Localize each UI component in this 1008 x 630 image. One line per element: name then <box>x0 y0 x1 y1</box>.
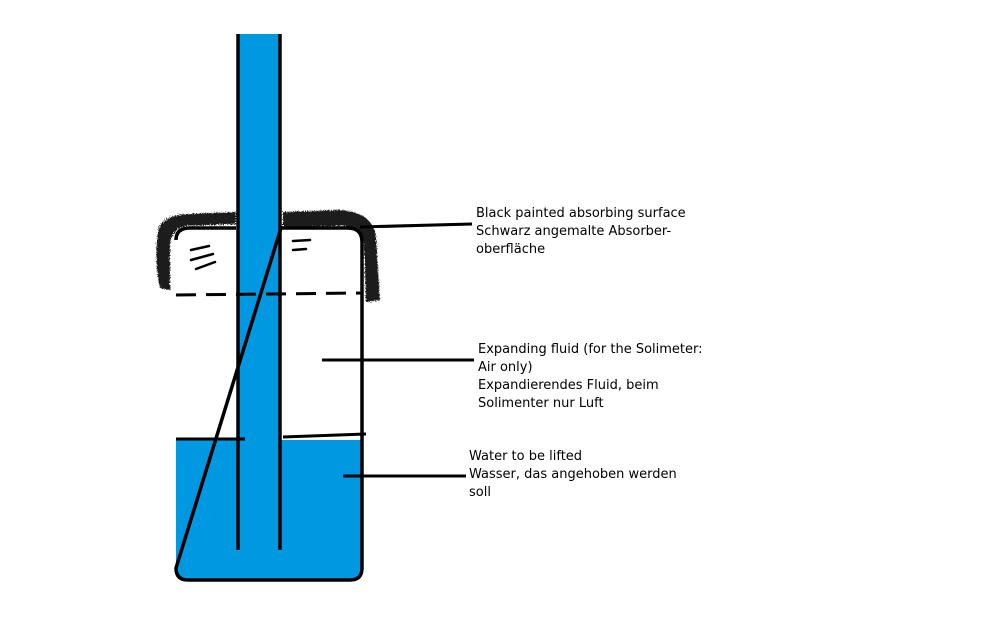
fluid-label: Expanding fluid (for the Solimeter: Air … <box>478 341 703 413</box>
absorber-label-de-2: oberfläche <box>476 242 546 257</box>
fluid-label-en-2: Air only) <box>478 360 533 375</box>
fluid-label-de-1: Expandierendes Fluid, beim <box>478 378 659 393</box>
water-surface-right <box>282 432 367 439</box>
shading-strokes <box>189 238 312 271</box>
absorber-label-de-1: Schwarz angemalte Absorber- <box>476 224 672 239</box>
water-label-de-1: Wasser, das angehoben werden <box>469 467 677 482</box>
container-outline <box>174 226 364 582</box>
water-label-en: Water to be lifted <box>469 449 583 464</box>
absorber-label-en: Black painted absorbing surface <box>476 206 686 221</box>
absorber-boundary <box>175 291 363 297</box>
absorber-surface <box>156 210 380 302</box>
absorber-label: Black painted absorbing surface Schwarz … <box>476 205 686 259</box>
water-label-de-2: soll <box>469 485 491 500</box>
water-label: Water to be lifted Wasser, das angehoben… <box>469 448 677 502</box>
leader-absorber <box>359 222 473 229</box>
fluid-label-de-2: Solimenter nur Luft <box>478 396 604 411</box>
fluid-label-en-1: Expanding fluid (for the Solimeter: <box>478 342 703 357</box>
